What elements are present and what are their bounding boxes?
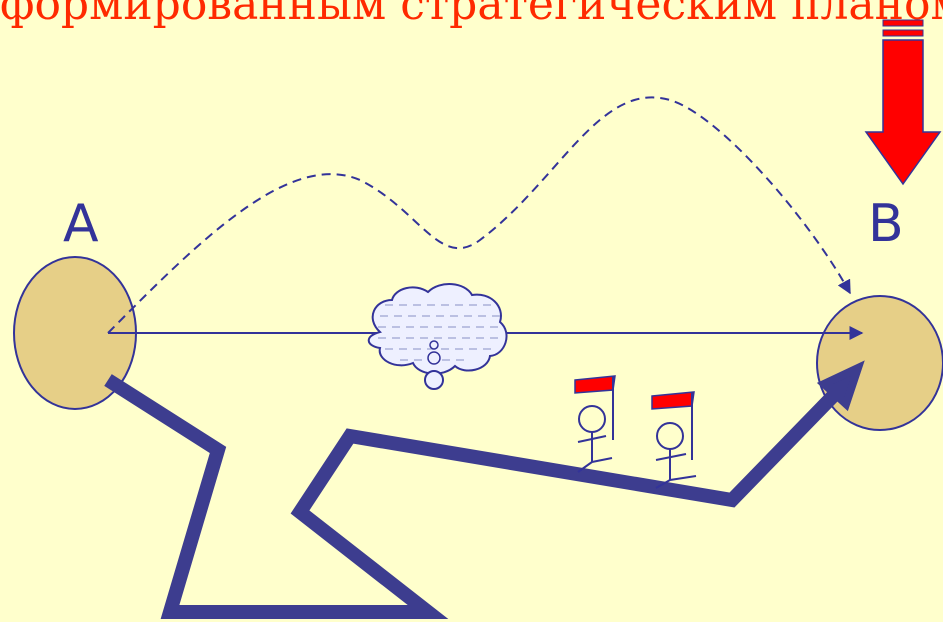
cloud-thought-icon <box>367 283 508 390</box>
down-arrow-icon <box>864 19 942 186</box>
flag-person-icon <box>574 375 616 473</box>
flag-person-icon <box>651 391 697 489</box>
point-b-circle <box>816 295 943 431</box>
dashed-planned-path <box>107 96 851 334</box>
actual-route-arrowhead <box>816 360 865 412</box>
slide-heading: формированным стратегическим планом. <box>0 0 943 30</box>
actual-route-path <box>104 374 842 619</box>
point-b-label: B <box>868 194 904 254</box>
point-a-label: A <box>63 194 99 254</box>
